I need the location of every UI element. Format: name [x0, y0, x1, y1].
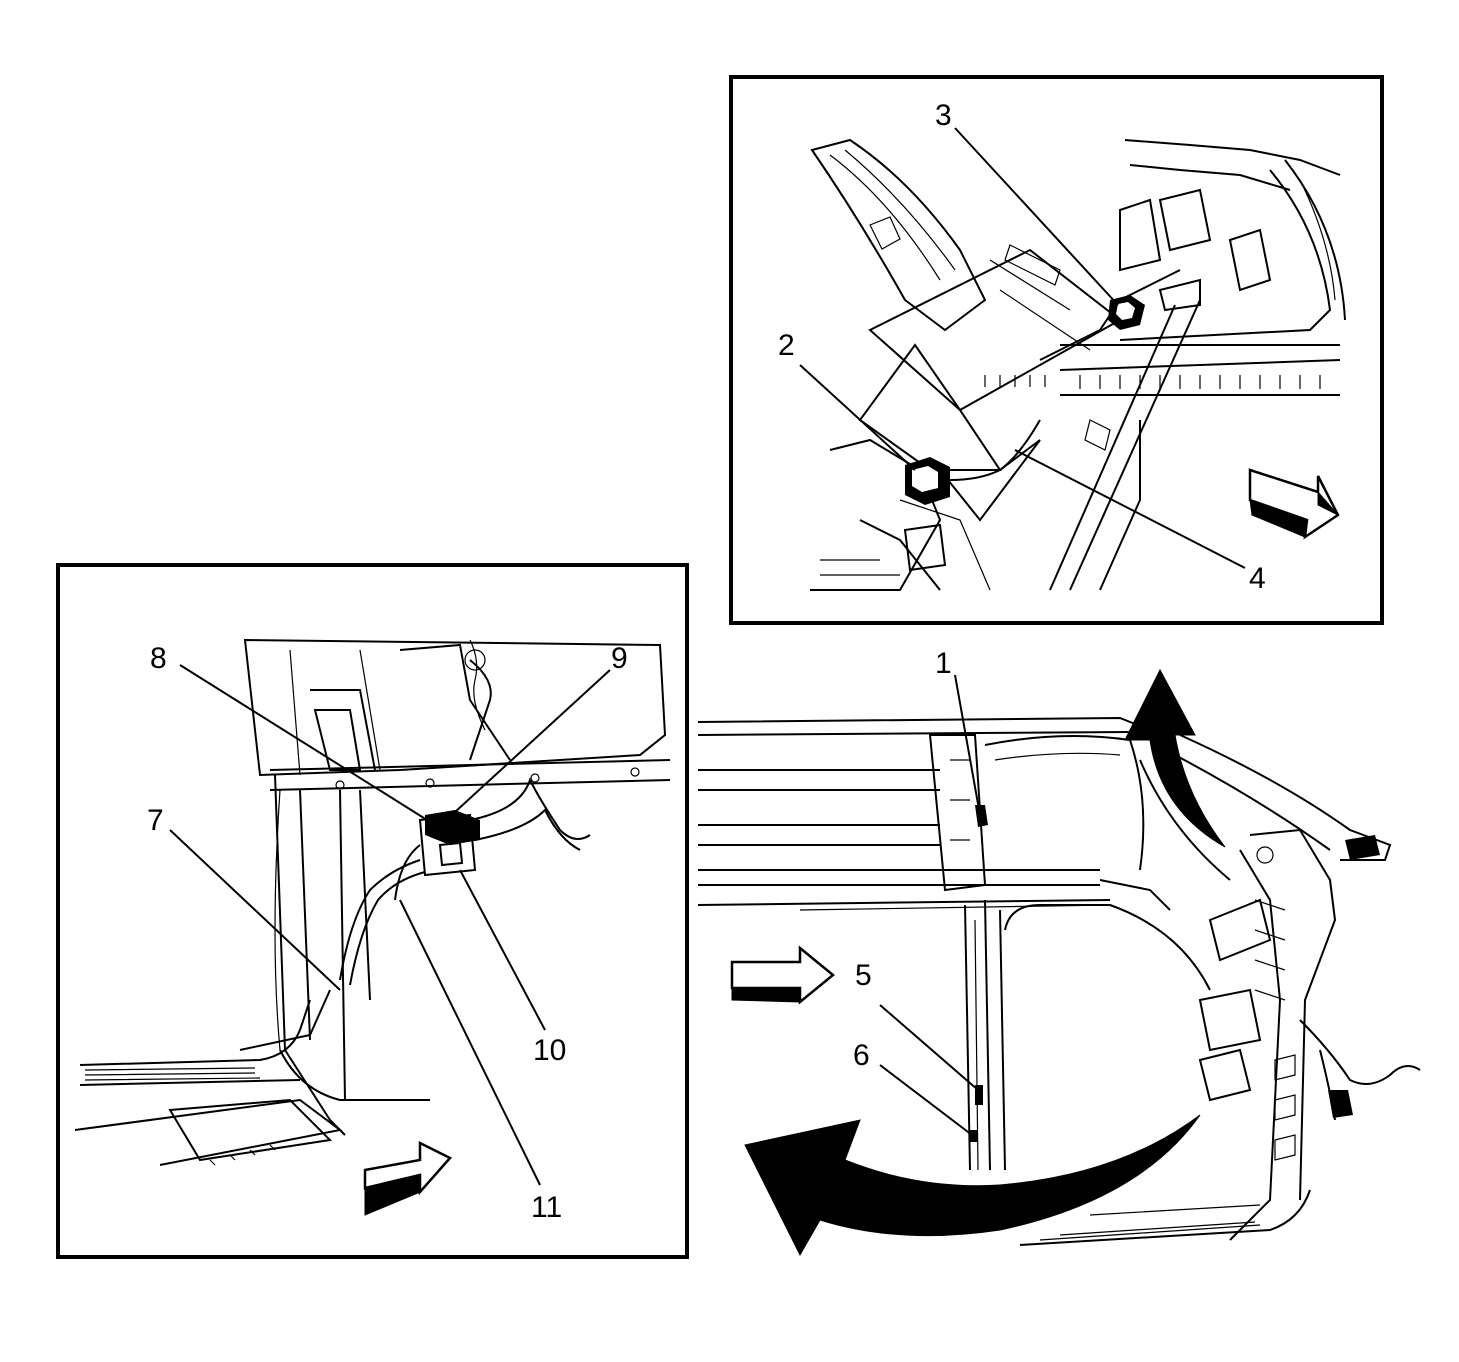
inset-left-floor [74, 999, 430, 1166]
view-arrow-top [1248, 468, 1340, 540]
callout-11: 11 [531, 1191, 562, 1224]
inset-top-lower-left [810, 438, 991, 591]
main-roof-rails [697, 716, 1151, 911]
inset-left-harness [239, 659, 591, 1051]
main-door-opening [1004, 759, 1231, 991]
leader-6 [879, 1064, 973, 1136]
main-pillar [964, 899, 1006, 1171]
view-arrow-left [363, 1140, 453, 1216]
rotation-arrow-bottom [744, 1114, 1201, 1257]
callout-7: 7 [147, 804, 164, 837]
rotation-arrow-top [1124, 668, 1226, 848]
callout-1: 1 [935, 647, 952, 680]
connector-2 [905, 419, 1041, 505]
inset-left-upper-panel [243, 638, 667, 777]
inset-frame-top [729, 75, 1384, 625]
leader-4 [1014, 449, 1246, 569]
main-harness [1299, 1019, 1421, 1121]
callout-8: 8 [150, 642, 167, 675]
callout-3: 3 [935, 99, 952, 132]
view-arrow-main [730, 945, 835, 1005]
inset-top-right-frame [984, 139, 1346, 396]
callout-9: 9 [611, 642, 628, 675]
leader-7 [169, 829, 341, 991]
inset-top-right: 2 3 4 [729, 75, 1384, 625]
inset-frame-left [56, 563, 689, 1259]
leader-10 [459, 869, 546, 1031]
inset-left: 7 8 9 10 11 [56, 563, 689, 1259]
main-view: 1 5 6 [697, 647, 1421, 1257]
leader-2 [799, 364, 916, 471]
leader-9 [454, 669, 611, 813]
callout-10: 10 [533, 1034, 566, 1067]
inset-left-beam [269, 759, 671, 791]
main-a-pillar [1174, 734, 1392, 1241]
leader-5 [879, 1004, 979, 1091]
leader-1 [954, 674, 981, 816]
leader-3 [954, 127, 1119, 306]
inset-top-lower-rail [1049, 299, 1201, 591]
callout-5: 5 [855, 959, 872, 992]
main-sill [1019, 1189, 1311, 1246]
callout-2: 2 [778, 329, 795, 362]
inset-top-rail-ticks [984, 375, 1321, 389]
leader-11 [399, 899, 541, 1186]
leader-8 [179, 664, 436, 826]
main-roof-panel [984, 735, 1171, 911]
module-10 [418, 810, 480, 877]
callout-4: 4 [1249, 562, 1266, 595]
inset-top-left-panel [810, 138, 987, 332]
callout-6: 6 [853, 1039, 870, 1072]
